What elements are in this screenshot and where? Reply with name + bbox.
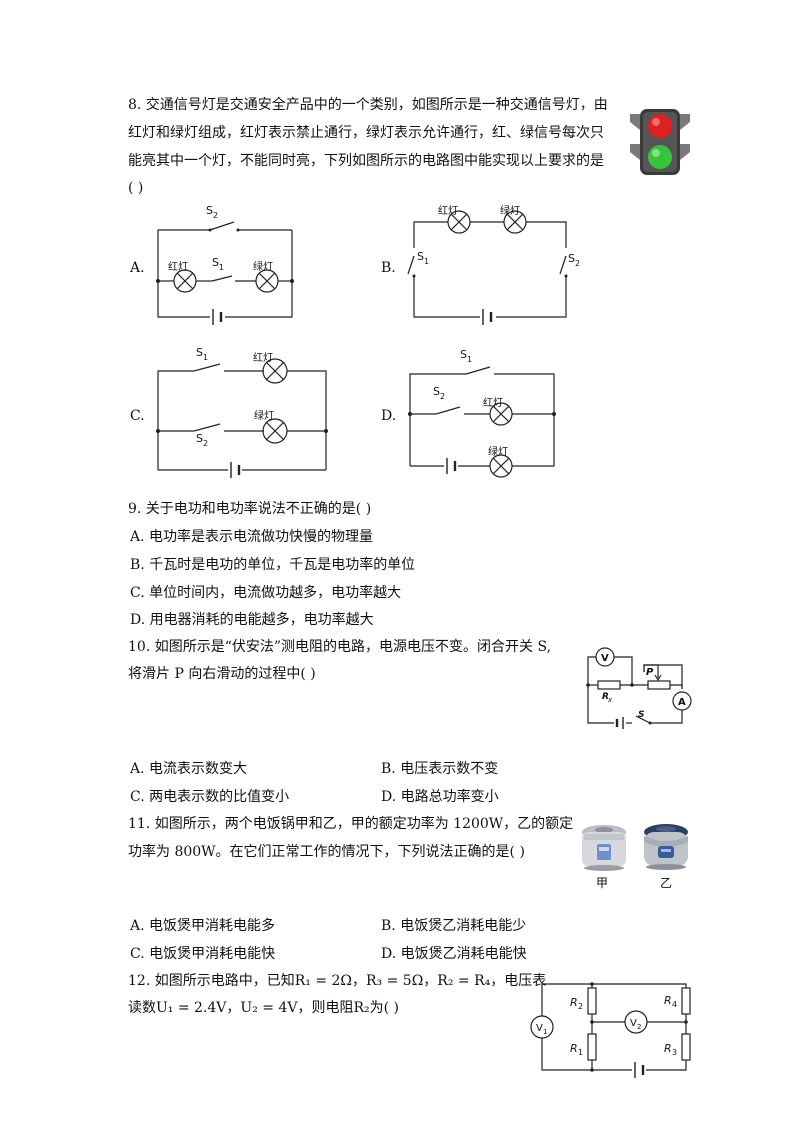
traffic-light-image: [630, 109, 690, 175]
q10-line-1: 10. 如图所示是“伏安法”测电阻的电路，电源电压不变。闭合开关 S,: [128, 639, 552, 655]
q11-line-1: 11. 如图所示，两个电饭锅甲和乙，甲的额定功率为 1200W，乙的额定: [128, 816, 574, 832]
q8-option-a-label: A.: [130, 260, 145, 276]
q8-circuit-d: S 1 S 2 红灯 绿灯: [408, 348, 556, 478]
svg-text:3: 3: [672, 1048, 677, 1057]
caption-jia: 甲: [596, 876, 609, 890]
q10-option-b: B. 电压表示数不变: [381, 761, 499, 777]
r3-label: R: [664, 1042, 672, 1055]
switch-label: S: [638, 710, 644, 720]
svg-text:2: 2: [203, 439, 208, 448]
q11-option-d: D. 电饭煲乙消耗电能快: [381, 946, 527, 962]
svg-text:x: x: [607, 696, 613, 704]
q8-line-2: 红灯和绿灯组成，红灯表示禁止通行，绿灯表示允许通行，红、绿信号每次只: [128, 125, 604, 141]
rice-cooker-jia-image: [582, 825, 626, 871]
caption-yi: 乙: [660, 876, 673, 890]
svg-text:1: 1: [219, 263, 224, 272]
voltmeter-label: V: [601, 653, 609, 664]
q10-option-c: C. 两电表示数的比值变小: [130, 789, 290, 805]
r1-label: R: [570, 1042, 578, 1055]
q10-option-d: D. 电路总功率变小: [381, 789, 499, 805]
q10-line-2: 将滑片 P 向右滑动的过程中( ): [128, 666, 316, 682]
svg-text:S: S: [460, 348, 467, 361]
q10-option-a: A. 电流表示数变大: [130, 761, 248, 777]
svg-text:红灯: 红灯: [253, 351, 273, 364]
q11-option-c: C. 电饭煲甲消耗电能快: [130, 946, 276, 962]
switch-label-s1: S: [212, 256, 219, 269]
svg-text:1: 1: [543, 1028, 547, 1036]
q8-line-1: 8. 交通信号灯是交通安全产品中的一个类别，如图所示是一种交通信号灯，由: [128, 97, 608, 113]
q9-option-b: B. 千瓦时是电功的单位，千瓦是电功率的单位: [130, 557, 416, 573]
svg-text:2: 2: [213, 211, 218, 220]
svg-text:绿灯: 绿灯: [254, 409, 274, 422]
svg-text:绿灯: 绿灯: [500, 204, 520, 217]
q11-option-b: B. 电饭煲乙消耗电能少: [381, 918, 527, 934]
rice-cooker-yi-image: [644, 824, 688, 870]
svg-text:红灯: 红灯: [483, 396, 503, 409]
q8-line-4: ( ): [128, 180, 144, 196]
q9-option-d: D. 用电器消耗的电能越多，电功率越大: [130, 612, 374, 628]
svg-text:2: 2: [637, 1023, 641, 1031]
q8-circuit-c: S 1 红灯 S 2 绿灯: [156, 346, 328, 478]
lamp-label-green: 绿灯: [253, 260, 273, 273]
q8-option-b-label: B.: [381, 260, 396, 276]
svg-text:2: 2: [578, 1002, 583, 1011]
switch-label-s2: S: [206, 204, 213, 217]
green-lamp: [648, 145, 672, 169]
svg-text:2: 2: [575, 259, 580, 268]
svg-text:红灯: 红灯: [438, 204, 458, 217]
r4-label: R: [664, 994, 672, 1007]
q12-line-2: 读数U₁ = 2.4V，U₂ = 4V，则电阻R₂为( ): [128, 1000, 400, 1016]
q9-option-a: A. 电功率是表示电流做功快慢的物理量: [130, 529, 374, 545]
v1-label: V: [536, 1023, 543, 1034]
q11-line-2: 功率为 800W。在它们正常工作的情况下，下列说法正确的是( ): [128, 844, 525, 860]
svg-text:2: 2: [440, 392, 445, 401]
svg-text:1: 1: [578, 1048, 583, 1057]
q12-circuit: V 1 V 2 R 2 R 1 R 4 R 3: [530, 982, 691, 1078]
svg-text:绿灯: 绿灯: [488, 445, 508, 458]
q10-circuit: V A P R x S: [586, 647, 692, 729]
svg-text:S: S: [433, 385, 440, 398]
rx-label: R: [602, 692, 609, 702]
svg-text:S: S: [417, 250, 424, 263]
q9-option-c: C. 单位时间内，电流做功越多，电功率越大: [130, 585, 402, 601]
svg-text:1: 1: [424, 257, 429, 266]
q11-option-a: A. 电饭煲甲消耗电能多: [130, 918, 276, 934]
r2-label: R: [570, 996, 578, 1009]
svg-text:4: 4: [672, 1000, 677, 1009]
q8-circuit-a: S 2 S 1 红灯 绿灯: [156, 204, 294, 325]
svg-text:S: S: [568, 252, 575, 265]
svg-text:1: 1: [467, 355, 472, 364]
red-lamp: [648, 114, 672, 138]
svg-text:S: S: [196, 346, 203, 359]
q8-option-d-label: D.: [381, 408, 397, 424]
slider-label: P: [646, 667, 654, 678]
ammeter-label: A: [678, 697, 686, 708]
q12-line-1: 12. 如图所示电路中，已知R₁ = 2Ω，R₃ = 5Ω，R₂ = R₄，电压…: [128, 973, 547, 989]
q8-option-c-label: C.: [130, 408, 145, 424]
lamp-label-red: 红灯: [168, 260, 188, 273]
svg-text:S: S: [196, 432, 203, 445]
svg-text:1: 1: [203, 353, 208, 362]
q9-stem: 9. 关于电功和电功率说法不正确的是( ): [128, 501, 372, 517]
v2-label: V: [630, 1018, 637, 1029]
q8-circuit-b: 红灯 绿灯 S 1 S 2: [407, 204, 580, 325]
q8-line-3: 能亮其中一个灯，不能同时亮，下列如图所示的电路图中能实现以上要求的是: [128, 153, 604, 169]
